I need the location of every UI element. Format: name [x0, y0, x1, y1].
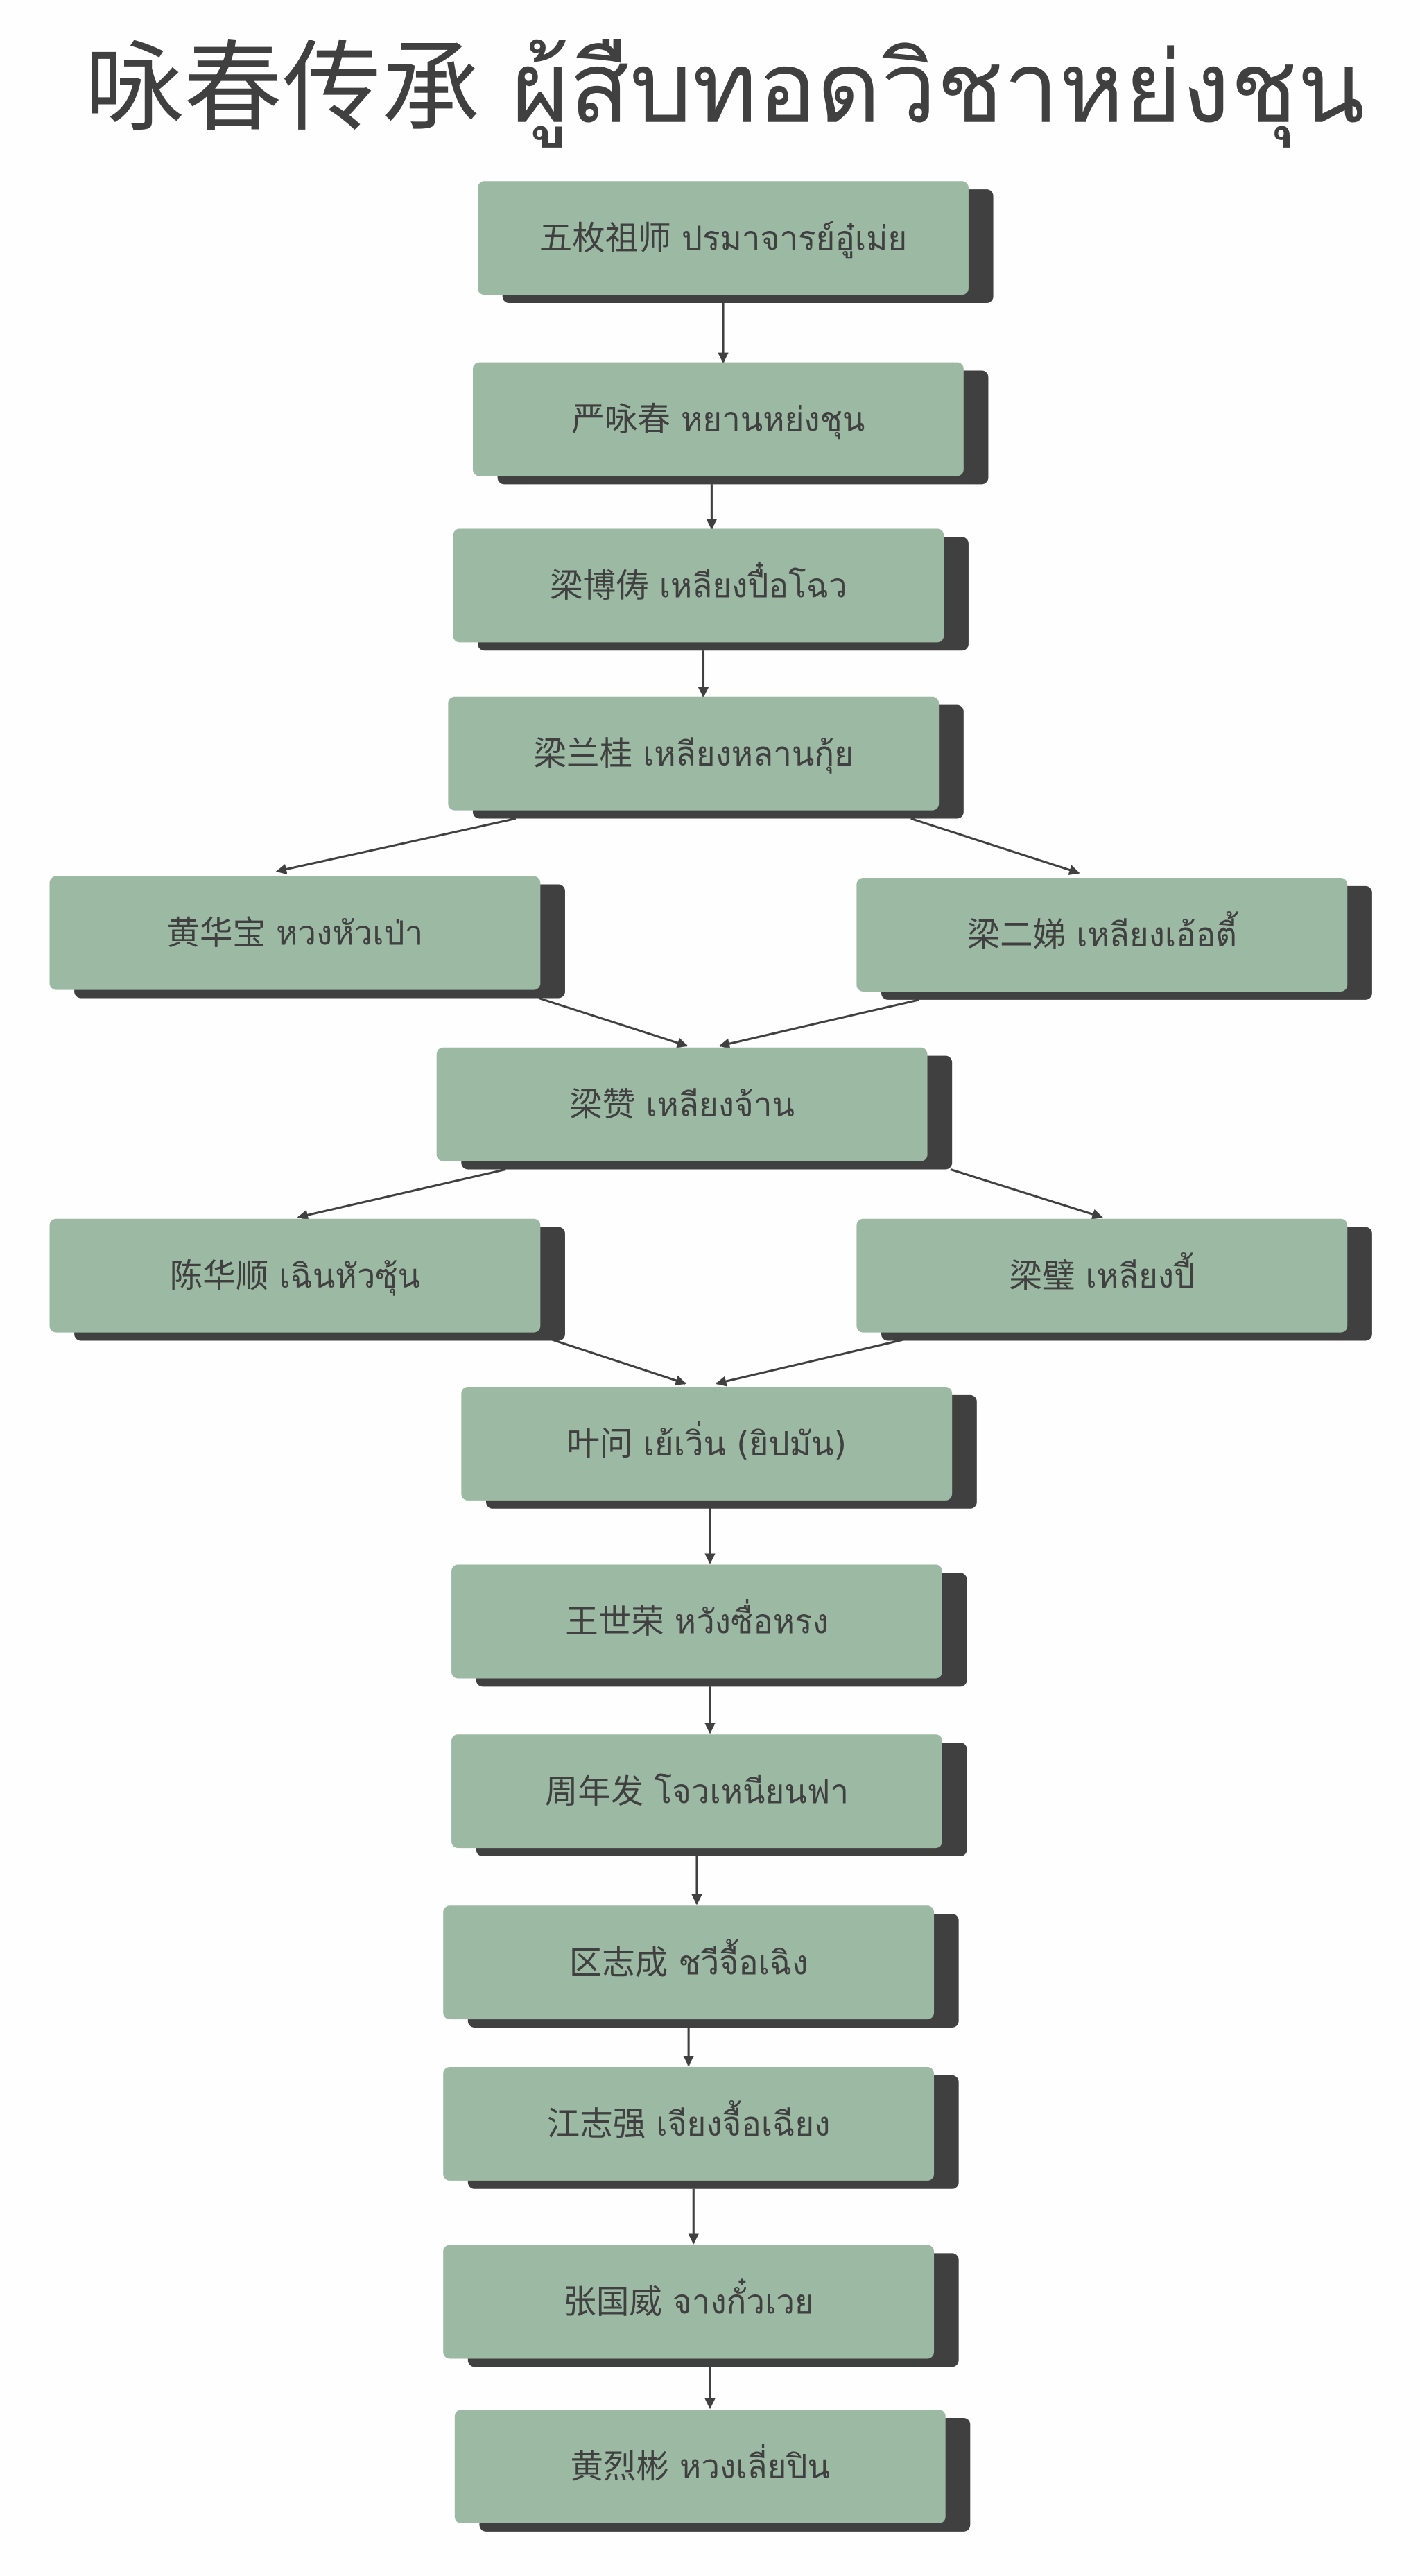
node-box: [451, 1564, 942, 1679]
node-box: [454, 2410, 946, 2523]
node-box: [453, 528, 944, 643]
node-label: 江志强 เจียงจื้อเฉียง: [547, 2100, 831, 2144]
node-box: [856, 878, 1348, 992]
edge-n8-n10: [550, 1338, 686, 1386]
node-n16: 黄烈彬 หวงเลี่ยปิน: [454, 2410, 971, 2532]
node-box: [443, 1905, 935, 2020]
node-n15: 张国威 จางกั๋วเวย: [443, 2245, 959, 2367]
node-n14: 江志强 เจียงจื้อเฉียง: [443, 2067, 959, 2189]
node-n6: 梁二娣 เหลียงเอ้อตี้: [856, 878, 1372, 1000]
node-box: [448, 696, 940, 811]
node-label: 叶问 เย้เวิ่น (ยิปมัน): [567, 1421, 847, 1464]
node-n3: 梁博俦 เหลียงปื๋อโฉว: [453, 528, 969, 651]
node-n2: 严咏春 หยานหย่งชุน: [472, 362, 989, 485]
edge-n9-n10: [715, 1338, 907, 1387]
node-label: 黄华宝 หวงหัวเป่า: [167, 915, 424, 953]
node-n5: 黄华宝 หวงหัวเป่า: [49, 876, 565, 999]
node-box: [461, 1387, 953, 1501]
node-n13: 区志成 ชวีจื้อเฉิง: [443, 1905, 959, 2028]
node-box: [49, 876, 541, 990]
edge-n7-n9: [950, 1168, 1103, 1220]
node-box: [443, 2067, 935, 2181]
node-label: 梁赞 เหลียงจ้าน: [569, 1086, 795, 1124]
node-box: [443, 2245, 935, 2359]
node-label: 区志成 ชวีจื้อเฉิง: [569, 1939, 808, 1982]
node-label: 梁兰桂 เหลียงหลานกุ้ย: [534, 735, 854, 774]
edge-n7-n8: [297, 1168, 506, 1220]
node-label: 严咏春 หยานหย่งชุน: [571, 401, 865, 440]
node-label: 王世荣 หวังซื่อหรง: [565, 1599, 829, 1641]
node-label: 周年发 โจวเหนียนฟา: [545, 1773, 849, 1811]
node-n12: 周年发 โจวเหนียนฟา: [451, 1734, 967, 1856]
node-n10: 叶问 เย้เวิ่น (ยิปมัน): [461, 1387, 977, 1509]
edge-n4-n5: [275, 818, 517, 875]
edge-n4-n6: [910, 818, 1080, 875]
node-n4: 梁兰桂 เหลียงหลานกุ้ย: [448, 696, 964, 819]
node-label: 五枚祖师 ปรมาจารย์อู๋เม่ย: [539, 220, 908, 259]
node-label: 陈华顺 เฉินหัวซุ้น: [170, 1257, 420, 1296]
node-box: [49, 1218, 541, 1333]
node-label: 梁璧 เหลียงปี้: [1009, 1252, 1195, 1295]
edge-n5-n7: [538, 996, 689, 1048]
edge-n6-n7: [718, 999, 920, 1049]
node-box: [472, 362, 964, 476]
edges-layer: [275, 303, 1103, 2410]
node-label: 黄烈彬 หวงเลี่ยปิน: [570, 2444, 830, 2487]
node-label: 梁二娣 เหลียงเอ้อตี้: [967, 911, 1239, 955]
node-n7: 梁赞 เหลียงจ้าน: [436, 1047, 953, 1170]
node-n8: 陈华顺 เฉินหัวซุ้น: [49, 1218, 565, 1341]
page-title: 咏春传承 ผู้สืบทอดวิชาหย่งชุน: [85, 31, 1365, 148]
node-box: [436, 1047, 928, 1161]
node-n9: 梁璧 เหลียงปี้: [856, 1218, 1372, 1341]
node-label: 梁博俦 เหลียงปื๋อโฉว: [550, 562, 847, 605]
node-label: 张国威 จางกั๋วเวย: [563, 2278, 813, 2322]
node-n1: 五枚祖师 ปรมาจารย์อู๋เม่ย: [478, 181, 994, 304]
nodes-layer: 五枚祖师 ปรมาจารย์อู๋เม่ย 严咏春 หยานหย่งชุน 梁博俦 …: [49, 181, 1372, 2532]
node-box: [478, 181, 969, 295]
node-n11: 王世荣 หวังซื่อหรง: [451, 1564, 967, 1687]
node-box: [451, 1734, 942, 1849]
node-box: [856, 1218, 1348, 1333]
